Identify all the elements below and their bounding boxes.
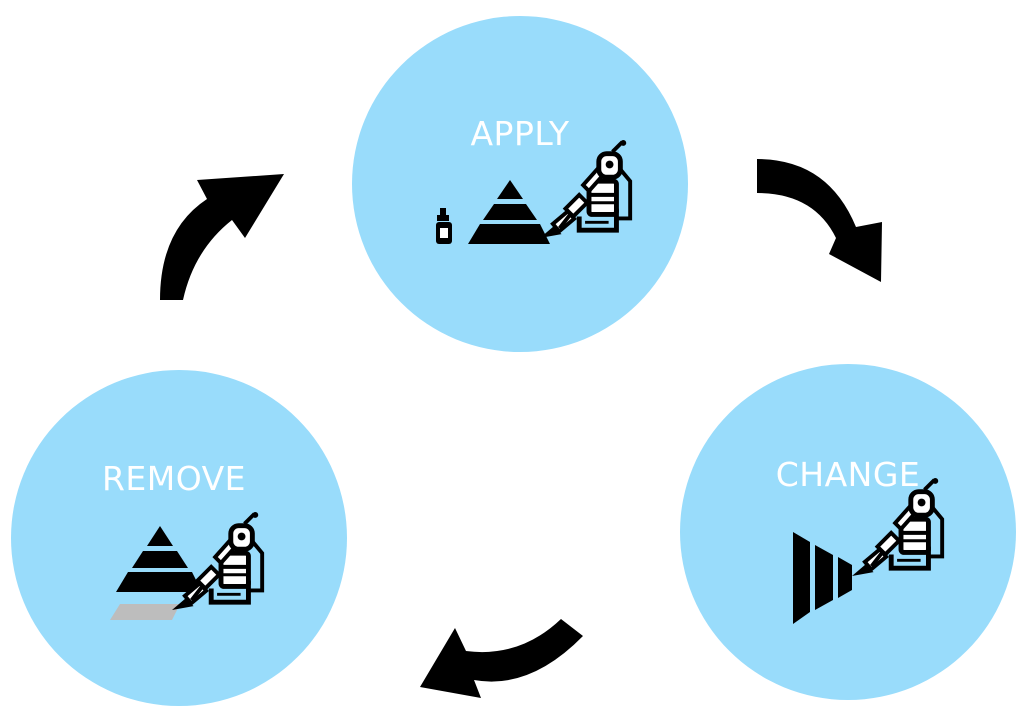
curved-arrow-icon (160, 174, 284, 300)
stage-circle (11, 370, 347, 706)
stage-change: CHANGE (680, 364, 1016, 700)
stage-remove: REMOVE (11, 370, 347, 706)
ink-bottle-icon (436, 208, 452, 244)
arrow-apply-to-change (757, 159, 882, 282)
layered-wedge-icon (793, 532, 852, 624)
stage-label: CHANGE (776, 455, 921, 494)
curved-arrow-icon (420, 619, 583, 698)
arrow-change-to-remove (420, 619, 583, 698)
stage-circle (352, 16, 688, 352)
stage-circle (680, 364, 1016, 700)
stage-apply: APPLY (352, 16, 688, 352)
stage-label: REMOVE (102, 459, 246, 498)
arrow-remove-to-apply (160, 174, 284, 300)
pyramid-with-faded-layer-icon (110, 526, 202, 620)
stage-label: APPLY (470, 114, 569, 153)
curved-arrow-icon (757, 159, 882, 282)
pyramid-icon (468, 180, 550, 244)
